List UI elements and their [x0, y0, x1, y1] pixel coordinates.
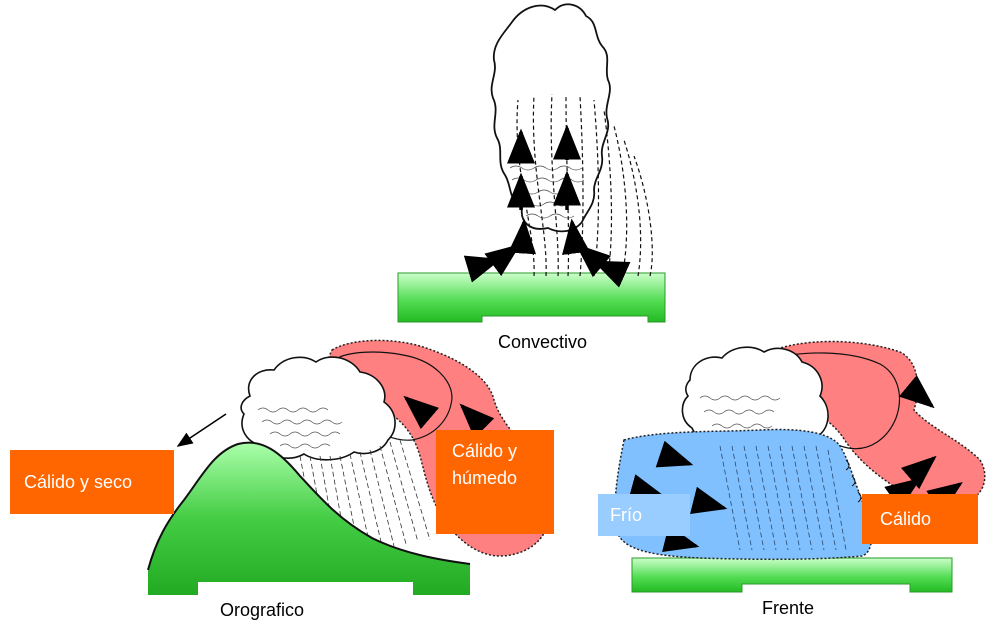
convective-cloud: [492, 4, 610, 231]
warm-humid-label: Cálido y húmedo: [436, 430, 554, 534]
warm-humid-line1: Cálido y: [452, 438, 554, 465]
cold-text: Frío: [610, 505, 642, 526]
arrow-inflow-left-1: [478, 260, 498, 266]
descending-air-arrow: [178, 414, 226, 446]
warm-dry-label: Cálido y seco: [10, 450, 174, 514]
convective-ground: [398, 273, 665, 322]
arrow-inflow-right-1: [596, 262, 614, 270]
arrow-inflow-right-3: [572, 222, 574, 238]
orographic-caption: Orografico: [220, 600, 304, 621]
arrow-inflow-left-2: [502, 246, 518, 258]
frontal-panel: [615, 342, 985, 593]
arrow-inflow-left-3: [523, 222, 524, 238]
warm-dry-text: Cálido y seco: [24, 472, 132, 493]
orographic-mountain: [148, 443, 470, 595]
front-caption: Frente: [762, 598, 814, 619]
warm-humid-line2: húmedo: [452, 465, 554, 492]
arrow-inflow-right-2: [578, 246, 592, 258]
cold-label: Frío: [598, 494, 690, 536]
convective-caption: Convectivo: [498, 332, 587, 353]
warm-text: Cálido: [880, 509, 931, 530]
warm-air-arrow-4: [920, 396, 932, 406]
front-ground: [632, 558, 952, 592]
convective-panel: [398, 4, 665, 322]
warm-label: Cálido: [862, 494, 978, 544]
